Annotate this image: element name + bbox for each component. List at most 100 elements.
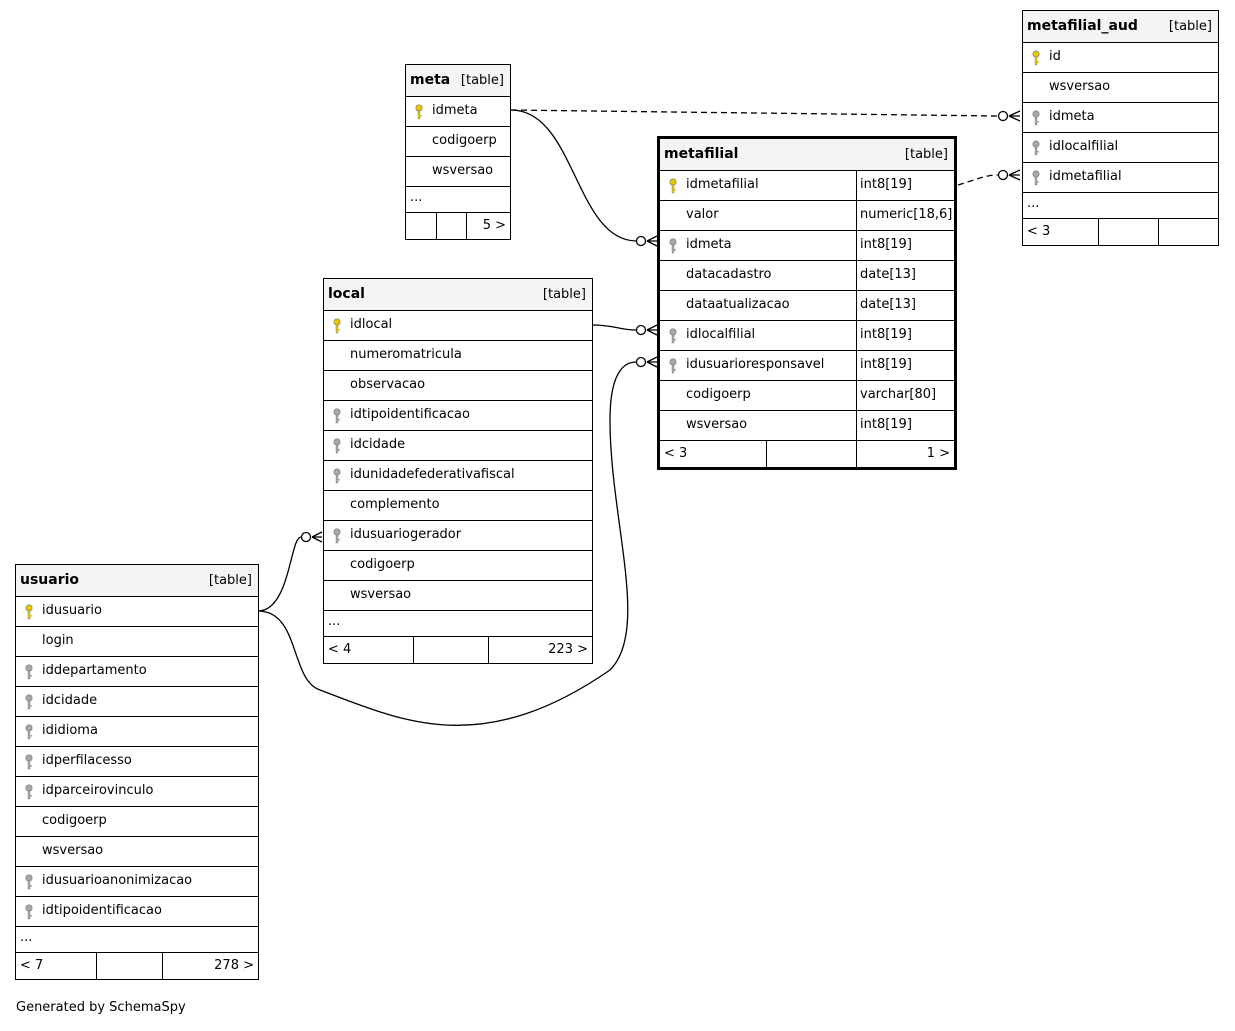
foreign-key-icon <box>332 438 342 454</box>
column-row-idperfilacesso[interactable]: idperfilacesso <box>16 747 258 777</box>
column-row-wsversao[interactable]: wsversao <box>1023 73 1218 103</box>
table-footer: < 3 1 > <box>660 441 954 467</box>
edge-end-circle <box>635 235 647 247</box>
column-row-idusuariogerador[interactable]: idusuariogerador <box>324 521 592 551</box>
column-name: idparceirovinculo <box>42 783 154 798</box>
column-name: datacadastro <box>686 267 772 282</box>
parents-count[interactable]: < 3 <box>1027 224 1051 239</box>
column-row-idcidade[interactable]: idcidade <box>324 431 592 461</box>
edge-end-circle <box>300 531 312 543</box>
column-name: wsversao <box>686 417 748 432</box>
children-count[interactable]: 1 > <box>926 446 950 461</box>
table-header: usuario [table] <box>16 565 258 597</box>
edge-metafilial-metafilial-aud <box>957 174 999 186</box>
crowfoot <box>1008 169 1021 181</box>
column-row-idlocal[interactable]: idlocal <box>324 311 592 341</box>
table-header: metafilial [table] <box>660 139 954 171</box>
column-row-idtipoidentificacao[interactable]: idtipoidentificacao <box>324 401 592 431</box>
column-row-wsversao[interactable]: wsversao <box>406 157 510 187</box>
parents-count[interactable]: < 4 <box>328 642 352 657</box>
column-name: id <box>1049 49 1061 64</box>
table-type: [table] <box>460 73 504 88</box>
column-datatype: int8[19] <box>856 171 954 200</box>
column-row-datacadastro[interactable]: datacadastro date[13] <box>660 261 954 291</box>
column-row-idmeta[interactable]: idmeta <box>406 97 510 127</box>
column-name: wsversao <box>42 843 104 858</box>
column-row-codigoerp[interactable]: codigoerp <box>324 551 592 581</box>
crowfoot <box>646 324 658 336</box>
table-header: metafilial_aud [table] <box>1023 11 1218 43</box>
column-row-id[interactable]: id <box>1023 43 1218 73</box>
column-name: idmeta <box>686 237 732 252</box>
children-count[interactable]: 5 > <box>482 218 506 233</box>
column-name: iddepartamento <box>42 663 147 678</box>
column-name: wsversao <box>432 163 494 178</box>
column-row-idlocalfilial[interactable]: idlocalfilial <box>1023 133 1218 163</box>
children-count[interactable]: 223 > <box>548 642 588 657</box>
table-type: [table] <box>542 287 586 302</box>
column-name: idmetafilial <box>1049 169 1122 184</box>
column-row-iddepartamento[interactable]: iddepartamento <box>16 657 258 687</box>
column-row-idusuario[interactable]: idusuario <box>16 597 258 627</box>
column-row-numeromatricula[interactable]: numeromatricula <box>324 341 592 371</box>
crowfoot <box>646 235 658 247</box>
foreign-key-icon <box>332 528 342 544</box>
table-footer: < 4 223 > <box>324 637 592 663</box>
edge-usuario-local <box>257 536 302 612</box>
edge-end-circle <box>635 356 647 368</box>
more-columns: ... <box>1023 193 1218 219</box>
table-type: [table] <box>208 573 252 588</box>
table-header: meta [table] <box>406 65 510 97</box>
column-row-idparceirovinculo[interactable]: idparceirovinculo <box>16 777 258 807</box>
column-row-observacao[interactable]: observacao <box>324 371 592 401</box>
column-row-login[interactable]: login <box>16 627 258 657</box>
column-row-idunidadefederativafiscal[interactable]: idunidadefederativafiscal <box>324 461 592 491</box>
column-row-idtipoidentificacao[interactable]: idtipoidentificacao <box>16 897 258 927</box>
column-name: complemento <box>350 497 440 512</box>
column-row-codigoerp[interactable]: codigoerp <box>406 127 510 157</box>
column-name: codigoerp <box>686 387 751 402</box>
column-row-codigoerp[interactable]: codigoerp <box>16 807 258 837</box>
foreign-key-icon <box>332 468 342 484</box>
column-list: idmeta codigoerp wsversao <box>406 97 510 187</box>
foreign-key-icon <box>24 784 34 800</box>
column-name: wsversao <box>1049 79 1111 94</box>
column-row-idusuarioanonimizacao[interactable]: idusuarioanonimizacao <box>16 867 258 897</box>
column-row-idcidade[interactable]: idcidade <box>16 687 258 717</box>
foreign-key-icon <box>24 874 34 890</box>
parents-count[interactable]: < 3 <box>664 446 688 461</box>
column-row-idmetafilial[interactable]: idmetafilial <box>1023 163 1218 193</box>
column-datatype: date[13] <box>856 261 954 290</box>
column-datatype: date[13] <box>856 291 954 320</box>
column-row-idmetafilial[interactable]: idmetafilial int8[19] <box>660 171 954 201</box>
column-row-wsversao[interactable]: wsversao <box>324 581 592 611</box>
column-row-wsversao[interactable]: wsversao int8[19] <box>660 411 954 441</box>
column-name: idlocalfilial <box>686 327 756 342</box>
column-name: idmetafilial <box>686 177 759 192</box>
column-row-complemento[interactable]: complemento <box>324 491 592 521</box>
column-row-ididioma[interactable]: ididioma <box>16 717 258 747</box>
parents-count[interactable]: < 7 <box>20 958 44 973</box>
children-count[interactable]: 278 > <box>214 958 254 973</box>
column-datatype: int8[19] <box>856 411 954 440</box>
edge-usuario-metafilial <box>257 361 637 726</box>
column-row-idmeta[interactable]: idmeta <box>1023 103 1218 133</box>
column-row-wsversao[interactable]: wsversao <box>16 837 258 867</box>
table-name: metafilial <box>664 146 739 162</box>
column-name: codigoerp <box>432 133 497 148</box>
column-name: idcidade <box>42 693 98 708</box>
column-name: idusuarioresponsavel <box>686 357 825 372</box>
column-name: idunidadefederativafiscal <box>350 467 515 482</box>
